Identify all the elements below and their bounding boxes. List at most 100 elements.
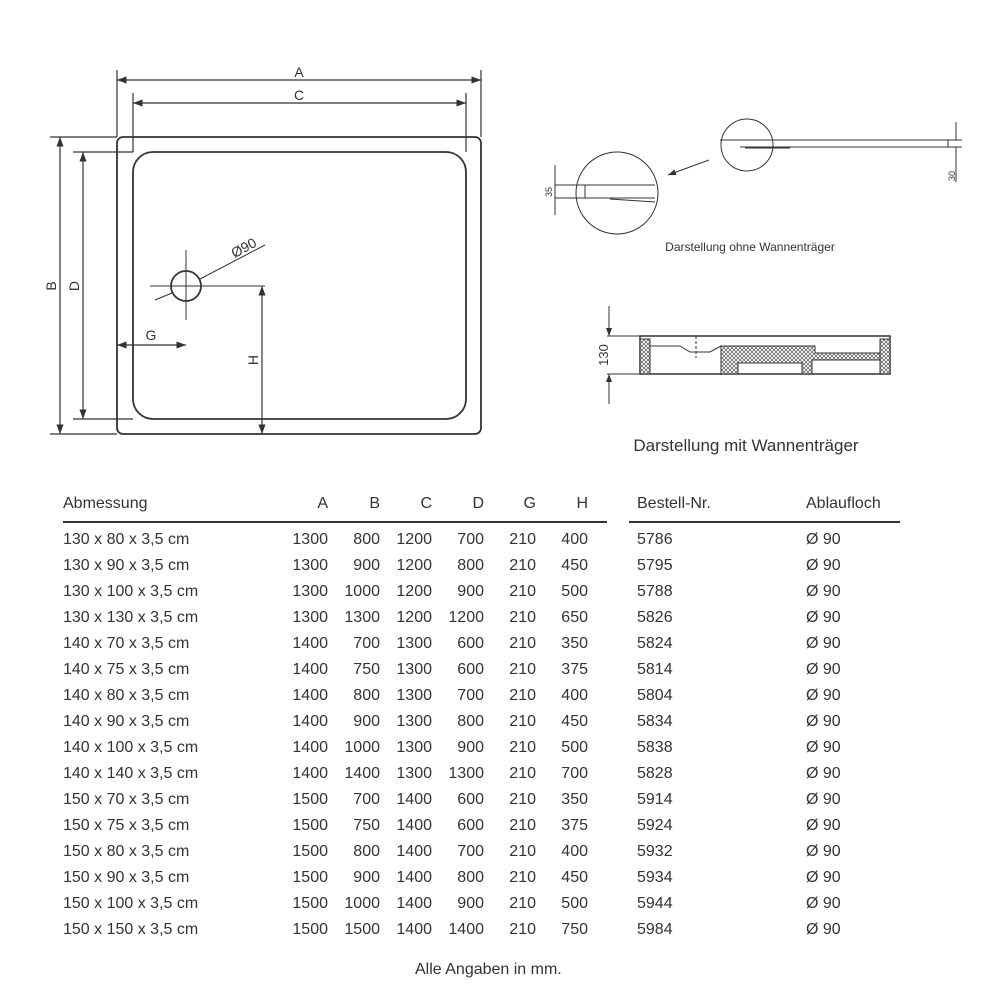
table-cell: 700 bbox=[457, 687, 484, 704]
table-cell: 700 bbox=[457, 843, 484, 860]
table-cell: 5834 bbox=[637, 713, 673, 730]
footnote: Alle Angaben in mm. bbox=[415, 961, 562, 978]
table-cell: 130 x 80 x 3,5 cm bbox=[63, 531, 190, 548]
table-cell: 210 bbox=[509, 895, 536, 912]
table-cell: 1200 bbox=[396, 557, 432, 574]
table-cell: 650 bbox=[561, 609, 588, 626]
table-cell: 400 bbox=[561, 843, 588, 860]
column-header: B bbox=[369, 495, 380, 512]
table-cell: 700 bbox=[353, 791, 380, 808]
height-label-35: 35 bbox=[544, 187, 554, 197]
table-cell: 1400 bbox=[292, 635, 328, 652]
table-cell: 500 bbox=[561, 895, 588, 912]
table-cell: 210 bbox=[509, 921, 536, 938]
table-cell: 1400 bbox=[396, 895, 432, 912]
table-cell: 130 x 130 x 3,5 cm bbox=[63, 609, 199, 626]
caption-without-support: Darstellung ohne Wannenträger bbox=[665, 240, 835, 254]
table-cell: 1400 bbox=[292, 739, 328, 756]
table-cell: 5838 bbox=[637, 739, 673, 756]
table-cell: 1400 bbox=[292, 687, 328, 704]
table-cell: 1500 bbox=[292, 921, 328, 938]
table-cell: 800 bbox=[457, 869, 484, 886]
dim-label-d: D bbox=[66, 281, 82, 291]
table-cell: 5984 bbox=[637, 921, 673, 938]
table-cell: 1200 bbox=[396, 583, 432, 600]
dim-label-g: G bbox=[146, 327, 157, 343]
table-cell: Ø 90 bbox=[806, 739, 841, 756]
table-cell: 1000 bbox=[344, 739, 380, 756]
table-cell: 5804 bbox=[637, 687, 673, 704]
table-cell: 700 bbox=[457, 531, 484, 548]
table-cell: 900 bbox=[353, 869, 380, 886]
table-cell: 5814 bbox=[637, 661, 673, 678]
table-cell: 5786 bbox=[637, 531, 673, 548]
table-cell: 375 bbox=[561, 817, 588, 834]
table-cell: 1300 bbox=[396, 661, 432, 678]
table-cell: 900 bbox=[457, 583, 484, 600]
table-cell: 750 bbox=[353, 661, 380, 678]
table-cell: 150 x 90 x 3,5 cm bbox=[63, 869, 190, 886]
table-cell: 5828 bbox=[637, 765, 673, 782]
technical-drawing: A C G B D H Ø90 30 35 Darstellung ohne W… bbox=[43, 64, 962, 455]
table-cell: 1400 bbox=[448, 921, 484, 938]
table-cell: 210 bbox=[509, 713, 536, 730]
table-cell: 210 bbox=[509, 817, 536, 834]
table-cell: Ø 90 bbox=[806, 687, 841, 704]
table-cell: 5824 bbox=[637, 635, 673, 652]
column-header: H bbox=[576, 495, 588, 512]
table-cell: 1300 bbox=[396, 635, 432, 652]
table-cell: 450 bbox=[561, 557, 588, 574]
table-cell: Ø 90 bbox=[806, 713, 841, 730]
table-cell: Ø 90 bbox=[806, 791, 841, 808]
table-cell: 5934 bbox=[637, 869, 673, 886]
table-cell: 700 bbox=[561, 765, 588, 782]
table-cell: 1300 bbox=[448, 765, 484, 782]
table-cell: 1000 bbox=[344, 583, 380, 600]
table-cell: 5932 bbox=[637, 843, 673, 860]
table-cell: 600 bbox=[457, 817, 484, 834]
dim-label-c: C bbox=[294, 87, 304, 103]
dim-label-a: A bbox=[294, 64, 304, 80]
table-cell: 1300 bbox=[292, 583, 328, 600]
column-header: Ablaufloch bbox=[806, 495, 881, 512]
header-divider bbox=[63, 521, 607, 523]
table-cell: 1500 bbox=[292, 843, 328, 860]
table-cell: 1500 bbox=[292, 817, 328, 834]
height-label-30: 30 bbox=[947, 171, 957, 181]
table-cell: 350 bbox=[561, 791, 588, 808]
table-cell: 800 bbox=[353, 531, 380, 548]
table-cell: 900 bbox=[457, 739, 484, 756]
side-view-without-support bbox=[554, 118, 962, 235]
table-cell: 210 bbox=[509, 765, 536, 782]
table-cell: 600 bbox=[457, 791, 484, 808]
table-cell: 1400 bbox=[292, 765, 328, 782]
table-cell: Ø 90 bbox=[806, 557, 841, 574]
table-cell: Ø 90 bbox=[806, 843, 841, 860]
order-header-divider bbox=[629, 521, 900, 523]
table-cell: 750 bbox=[353, 817, 380, 834]
table-cell: 5924 bbox=[637, 817, 673, 834]
table-cell: 400 bbox=[561, 531, 588, 548]
table-cell: 1300 bbox=[344, 609, 380, 626]
table-cell: 210 bbox=[509, 687, 536, 704]
table-cell: 375 bbox=[561, 661, 588, 678]
table-cell: 1400 bbox=[396, 791, 432, 808]
table-cell: 210 bbox=[509, 869, 536, 886]
table-cell: 210 bbox=[509, 531, 536, 548]
table-cell: 1500 bbox=[292, 895, 328, 912]
table-cell: 800 bbox=[353, 687, 380, 704]
table-cell: 1300 bbox=[292, 531, 328, 548]
column-header: G bbox=[523, 495, 536, 512]
table-cell: 150 x 100 x 3,5 cm bbox=[63, 895, 199, 912]
table-cell: 1300 bbox=[292, 557, 328, 574]
height-label-130: 130 bbox=[596, 344, 611, 366]
table-cell: 800 bbox=[457, 713, 484, 730]
table-cell: 210 bbox=[509, 583, 536, 600]
column-header: C bbox=[420, 495, 432, 512]
column-header: A bbox=[317, 495, 328, 512]
table-cell: 150 x 70 x 3,5 cm bbox=[63, 791, 190, 808]
table-cell: 1500 bbox=[292, 869, 328, 886]
column-header: Abmessung bbox=[63, 495, 148, 512]
table-cell: 1400 bbox=[396, 817, 432, 834]
